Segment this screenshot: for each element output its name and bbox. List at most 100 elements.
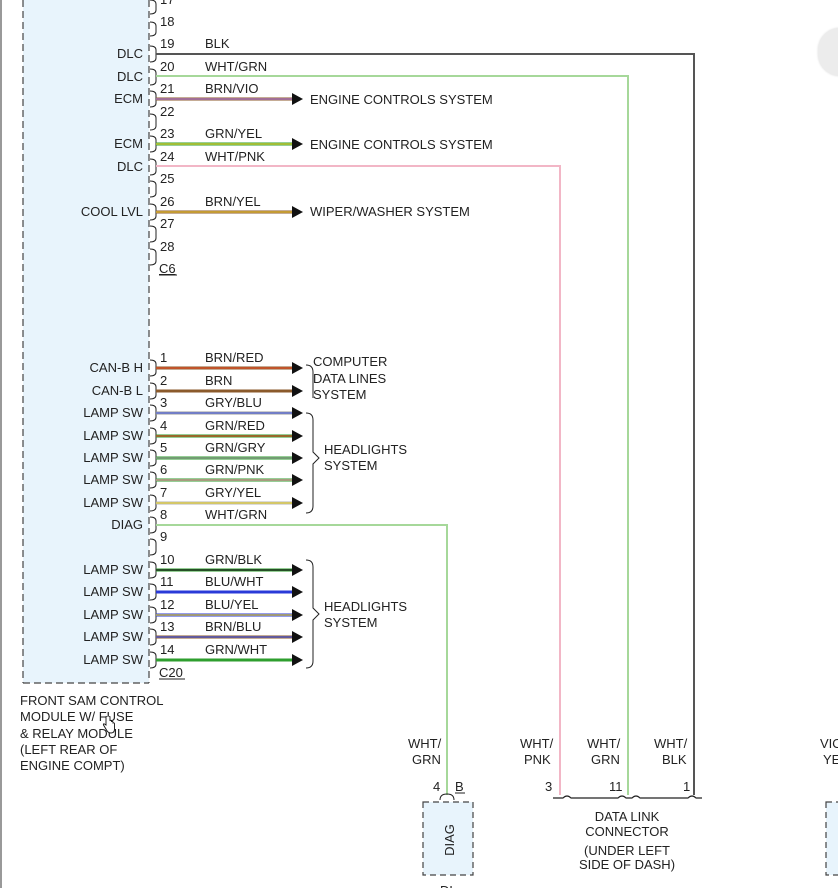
pin-number: 10 xyxy=(160,552,174,567)
pin-signal-label: DLC xyxy=(117,46,143,61)
wire-blk-to-dlc xyxy=(156,53,695,795)
dlc-wire-1-line-1: WHT/ xyxy=(654,736,688,751)
front-sam-module-body xyxy=(23,0,149,683)
dlc-wire-3-line-2: PNK xyxy=(524,752,551,767)
computer-data-lines-line-1: COMPUTER xyxy=(313,354,387,369)
data-link-connector: WHT/ PNK WHT/ GRN WHT/ BLK 3 11 1 DATA L… xyxy=(520,736,702,872)
wire-color-label: BRN/YEL xyxy=(205,194,261,209)
pin-signal-label: LAMP SW xyxy=(83,607,143,622)
pin-number: 1 xyxy=(160,350,167,365)
engine-controls-label-2: ENGINE CONTROLS SYSTEM xyxy=(310,137,493,152)
module-label: FRONT SAM CONTROL MODULE W/ FUSE & RELAY… xyxy=(20,693,164,773)
dlc-title-line-2: CONNECTOR xyxy=(585,824,669,839)
computer-data-lines-line-3: SYSTEM xyxy=(313,387,366,402)
pin-terminal xyxy=(149,494,157,512)
diag-pin-number: 4 xyxy=(433,779,440,794)
dlc-pin-11: 11 xyxy=(609,779,623,794)
arrow-icon xyxy=(292,93,303,105)
brace-headlights-1 xyxy=(305,412,320,514)
arrow-icon xyxy=(292,430,303,442)
pin-terminal xyxy=(149,606,157,624)
hand-cursor-icon xyxy=(102,716,115,734)
module-label-line-3: & RELAY MODULE xyxy=(20,726,133,741)
pin-signal-label: LAMP SW xyxy=(83,405,143,420)
pin-terminal xyxy=(149,516,157,534)
pin-number: 27 xyxy=(160,216,174,231)
computer-data-lines-line-2: DATA LINES xyxy=(313,371,387,386)
wiper-washer-label: WIPER/WASHER SYSTEM xyxy=(310,204,470,219)
pin-terminal xyxy=(149,135,157,153)
wire-color-label: GRN/YEL xyxy=(205,126,262,141)
pin-terminal xyxy=(149,203,157,221)
pin-number: 19 xyxy=(160,36,174,51)
arrow-icon xyxy=(292,138,303,150)
pin-number: 20 xyxy=(160,59,174,74)
dlc-title-line-1: DATA LINK xyxy=(595,809,660,824)
wire-color-label: BRN xyxy=(205,373,232,388)
group-headlights-1-label: HEADLIGHTS SYSTEM xyxy=(324,442,407,473)
pin-terminal xyxy=(149,158,157,176)
pin-signal-label: CAN-B L xyxy=(92,383,143,398)
pin-terminal xyxy=(149,225,157,243)
wire-color-label: BRN/RED xyxy=(205,350,264,365)
pin-number: 7 xyxy=(160,485,167,500)
pin-terminal xyxy=(149,538,157,556)
brace-headlights-2 xyxy=(305,559,320,669)
arrow-icon xyxy=(292,385,303,397)
connector-c6-pins: 19DLCBLK20DLCWHT/GRN21ECMBRN/VIO2223ECMG… xyxy=(81,0,303,266)
diag-bottom-partial-label: DL xyxy=(440,883,457,888)
wire-color-label: BLK xyxy=(205,36,230,51)
wire-color-label: BRN/BLU xyxy=(205,619,261,634)
arrow-icon xyxy=(292,586,303,598)
arrow-icon xyxy=(292,474,303,486)
arrow-icon xyxy=(292,452,303,464)
arrow-icon xyxy=(292,631,303,643)
pin-number: 5 xyxy=(160,440,167,455)
wire-wht-grn-to-diag xyxy=(156,524,448,795)
arrow-icon xyxy=(292,564,303,576)
pin-terminal xyxy=(149,427,157,445)
pin-number: 23 xyxy=(160,126,174,141)
brace-computer-data-lines xyxy=(305,364,314,398)
pin-signal-label: LAMP SW xyxy=(83,584,143,599)
pin-terminal xyxy=(149,561,157,579)
pin-number: 26 xyxy=(160,194,174,209)
dlc-sub-line-1: (UNDER LEFT xyxy=(584,843,670,858)
connector-c20-label: C20 xyxy=(159,665,183,680)
pin-number: 4 xyxy=(160,418,167,433)
pin-number: 24 xyxy=(160,149,174,164)
diag-wire-color-line-2: GRN xyxy=(412,752,441,767)
wire-wht-pnk-to-dlc xyxy=(156,165,561,795)
pin-terminal xyxy=(149,45,157,63)
pin-terminal xyxy=(149,180,157,198)
pin-terminal xyxy=(149,583,157,601)
arrow-icon xyxy=(292,609,303,621)
pin-row: 28 xyxy=(149,239,174,266)
scroll-handle-button[interactable] xyxy=(818,28,838,76)
group-computer-data-lines-label: COMPUTER DATA LINES SYSTEM xyxy=(313,354,387,402)
wire-color-label: WHT/GRN xyxy=(205,507,267,522)
dlc-wire-1-line-2: BLK xyxy=(662,752,687,767)
pin-terminal xyxy=(149,471,157,489)
dlc-wire-3-line-1: WHT/ xyxy=(520,736,554,751)
wire-color-label: BLU/YEL xyxy=(205,597,258,612)
pin-17-number: 17 xyxy=(160,0,174,7)
wire-color-label: WHT/GRN xyxy=(205,59,267,74)
pin-terminal xyxy=(149,651,157,669)
pin-terminal xyxy=(149,449,157,467)
pin-number: 12 xyxy=(160,597,174,612)
diag-connector: WHT/ GRN 4 B DIAG DL xyxy=(408,736,474,888)
pin-terminal xyxy=(149,21,157,37)
pin-signal-label: LAMP SW xyxy=(83,562,143,577)
pin-signal-label: LAMP SW xyxy=(83,472,143,487)
